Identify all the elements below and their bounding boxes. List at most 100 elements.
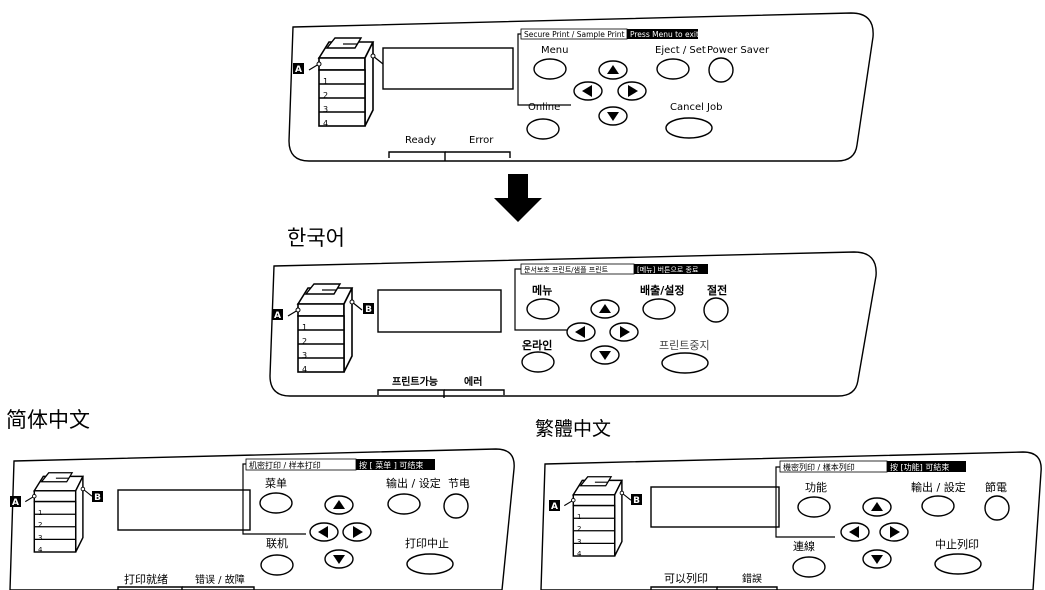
error-label: Error xyxy=(469,135,494,146)
section-title-traditional-chinese: 繁體中文 xyxy=(535,418,612,440)
marker-a-badge xyxy=(272,309,283,320)
cancel-job-button[interactable] xyxy=(406,553,454,575)
cancel-label: 프린트중지 xyxy=(659,339,710,352)
marker-b: B xyxy=(633,496,640,506)
eject-button[interactable] xyxy=(656,58,690,80)
section-title-korean: 한국어 xyxy=(287,226,345,250)
tray-number: 1 xyxy=(302,323,307,332)
error-label: 錯誤 xyxy=(742,572,762,585)
tray-number: 4 xyxy=(323,119,328,128)
marker-b-badge xyxy=(631,494,642,505)
tray-number: 1 xyxy=(38,509,42,517)
error-label: 错误 / 故障 xyxy=(195,573,245,586)
printer-illustration: A B 1 2 3 4 xyxy=(10,472,103,554)
marker-a-badge xyxy=(10,496,21,507)
cancel-job-button[interactable] xyxy=(665,117,713,139)
power-saver-label: 节电 xyxy=(448,477,470,490)
eject-button[interactable] xyxy=(921,495,955,517)
tray-number: 4 xyxy=(577,550,582,558)
online-button[interactable] xyxy=(521,351,555,373)
banner-right: Press Menu to exit xyxy=(630,30,699,39)
panel-english: A B 1 2 3 4 Secure Print / Sample Print … xyxy=(288,12,874,162)
printer-illustration: A B 1 2 3 4 xyxy=(549,476,642,558)
banner-left: 机密打印 / 样本打印 xyxy=(249,460,321,470)
lcd-display xyxy=(382,47,514,90)
error-label: 에러 xyxy=(464,375,482,388)
printer-illustration: A B 1 2 3 4 xyxy=(272,283,374,374)
banner-right-box xyxy=(887,461,966,472)
down-arrow-icon xyxy=(494,174,542,222)
power-saver-button[interactable] xyxy=(984,495,1010,521)
power-saver-button[interactable] xyxy=(703,297,729,323)
power-saver-label: 節電 xyxy=(985,480,1007,494)
tray-number: 4 xyxy=(38,546,43,554)
online-button[interactable] xyxy=(526,118,560,140)
cancel-label: 打印中止 xyxy=(405,536,449,550)
tray-number: 3 xyxy=(577,538,581,546)
banner-left: Secure Print / Sample Print xyxy=(524,30,625,39)
banner-left: 機密列印 / 樣本列印 xyxy=(783,462,855,472)
cancel-label: Cancel Job xyxy=(670,102,722,113)
triangle-up-icon xyxy=(607,65,619,74)
marker-b: B xyxy=(365,305,372,315)
cancel-job-button[interactable] xyxy=(661,352,709,374)
banner-right-box xyxy=(627,29,698,39)
panel-korean: A B 1 2 3 4 문서보호 프린트/샘플 프린트 [메뉴] 버튼으로 종료… xyxy=(269,251,877,398)
menu-button[interactable] xyxy=(533,58,567,80)
menu-button[interactable] xyxy=(526,298,560,320)
marker-a: A xyxy=(274,311,281,321)
marker-a: A xyxy=(12,498,19,508)
eject-label: 输出 / 设定 xyxy=(386,476,441,490)
power-saver-label: Power Saver xyxy=(707,45,770,56)
marker-b: B xyxy=(94,493,101,503)
marker-a-badge xyxy=(293,63,304,74)
tray-number: 1 xyxy=(577,513,581,521)
cancel-label: 中止列印 xyxy=(935,537,979,551)
ready-indicator xyxy=(388,151,446,161)
tray-number: 3 xyxy=(38,534,42,542)
panel-simplified-chinese: A B 1 2 3 4 机密打印 / 样本打印 按 [ 菜单 ] 可结束 菜单 … xyxy=(9,448,515,590)
error-indicator xyxy=(444,389,505,395)
triangle-left-icon xyxy=(582,85,592,97)
menu-label: Menu xyxy=(541,45,568,56)
eject-button[interactable] xyxy=(387,493,421,515)
triangle-down-icon xyxy=(333,555,345,564)
banner-right: [메뉴] 버튼으로 종료 xyxy=(637,265,699,274)
ready-indicator xyxy=(650,586,718,590)
ready-indicator xyxy=(117,586,183,590)
online-button[interactable] xyxy=(260,554,294,576)
tray-number: 2 xyxy=(302,337,307,346)
triangle-left-icon xyxy=(575,326,585,338)
banner-left: 문서보호 프린트/샘플 프린트 xyxy=(524,265,609,274)
triangle-up-icon xyxy=(599,304,611,313)
power-saver-button[interactable] xyxy=(443,493,469,519)
ready-indicator xyxy=(377,389,445,398)
tray-number: 1 xyxy=(323,77,328,86)
triangle-down-icon xyxy=(607,112,619,121)
panel-traditional-chinese: A B 1 2 3 4 機密列印 / 樣本列印 按 [功能] 可結束 功能 輸出… xyxy=(540,451,1042,590)
menu-label: 功能 xyxy=(805,480,827,494)
tray-number: 2 xyxy=(323,91,328,100)
section-title-simplified-chinese: 简体中文 xyxy=(6,408,90,432)
online-label: 온라인 xyxy=(522,338,552,352)
lcd-display xyxy=(117,489,251,531)
menu-button[interactable] xyxy=(259,492,293,514)
tray-number: 3 xyxy=(302,351,307,360)
cancel-job-button[interactable] xyxy=(934,553,982,575)
marker-b-badge xyxy=(363,303,374,314)
triangle-left-icon xyxy=(849,526,859,538)
banner-right: 按 [功能] 可結束 xyxy=(890,462,949,472)
ready-label: 可以列印 xyxy=(664,571,708,585)
power-saver-button[interactable] xyxy=(708,57,734,83)
lcd-display xyxy=(377,289,502,333)
power-saver-label: 절전 xyxy=(707,283,727,297)
eject-label: 輸出 / 設定 xyxy=(911,480,966,494)
ready-label: 打印就绪 xyxy=(124,572,168,586)
eject-button[interactable] xyxy=(642,298,676,320)
online-button[interactable] xyxy=(792,556,826,578)
banner-right-box xyxy=(634,264,708,274)
banner-right-box xyxy=(356,459,435,470)
tray-number: 4 xyxy=(302,365,307,374)
menu-button[interactable] xyxy=(797,496,831,518)
